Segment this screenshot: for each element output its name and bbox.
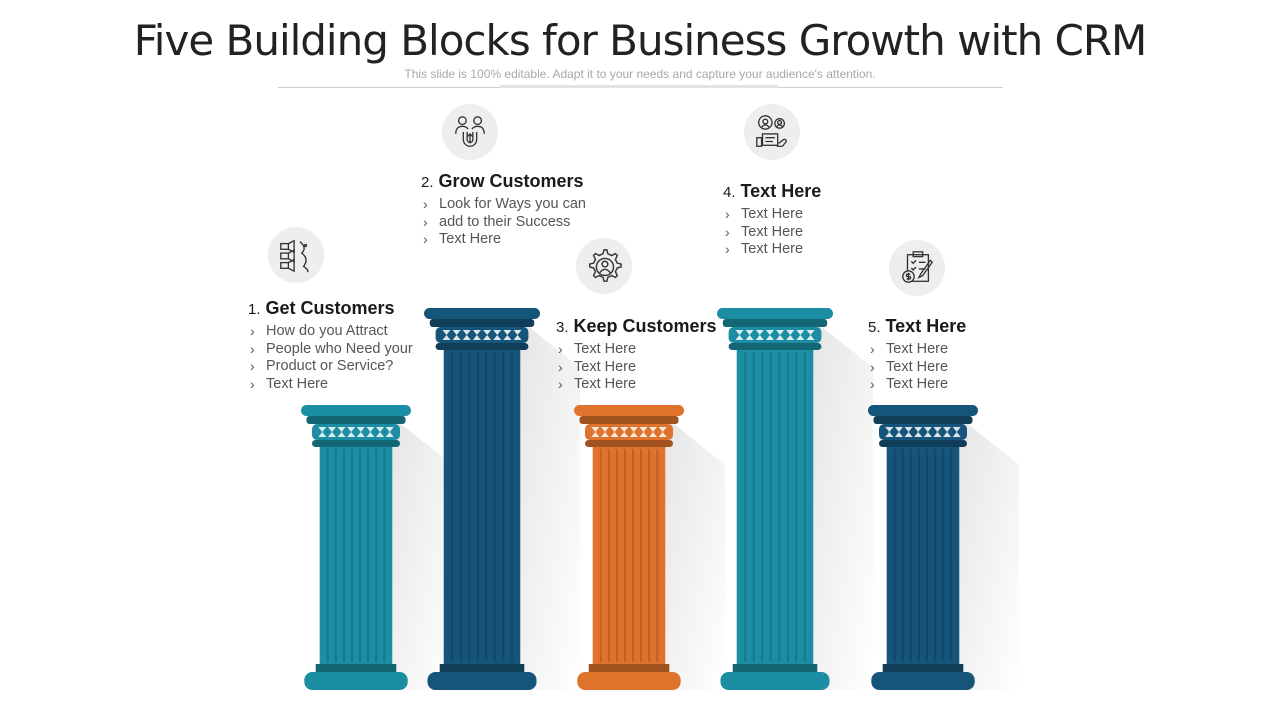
bullet-item: Text Here <box>556 359 717 377</box>
block-title: Grow Customers <box>438 171 584 191</box>
customer-magnet-icon <box>442 104 498 160</box>
bullet-list: Look for Ways you can add to their Succe… <box>421 196 586 249</box>
block-5: 5.Text Here Text Here Text Here Text Her… <box>868 315 966 394</box>
bullet-list: Text Here Text Here Text Here <box>556 341 717 394</box>
block-heading: 2.Grow Customers <box>421 170 586 194</box>
block-number: 5. <box>868 319 881 336</box>
marketing-megaphones-icon <box>268 227 324 283</box>
bullet-item: Text Here <box>723 206 821 224</box>
bullet-list: How do you Attract People who Need your … <box>248 323 413 393</box>
pillar-4 <box>717 308 874 690</box>
block-keep-customers: 3.Keep Customers Text Here Text Here Tex… <box>556 315 717 394</box>
block-heading: 1.Get Customers <box>248 297 413 321</box>
pillar-2 <box>424 308 581 690</box>
bullet-item: Text Here <box>421 231 586 249</box>
page-subtitle: This slide is 100% editable. Adapt it to… <box>404 67 876 81</box>
block-heading: 5.Text Here <box>868 315 966 339</box>
bullet-item: Look for Ways you can <box>421 196 586 214</box>
bullet-item: Text Here <box>723 241 821 259</box>
bullet-list: Text Here Text Here Text Here <box>723 206 821 259</box>
page-title: Five Building Blocks for Business Growth… <box>133 16 1148 65</box>
pillar-5 <box>868 405 1020 690</box>
bullet-item: Text Here <box>248 376 413 394</box>
block-title: Keep Customers <box>573 316 717 336</box>
bullet-item: Product or Service? <box>248 358 413 376</box>
block-heading: 4.Text Here <box>723 180 821 204</box>
title-divider-accent <box>500 85 778 88</box>
block-title: Get Customers <box>265 298 395 318</box>
block-heading: 3.Keep Customers <box>556 315 717 339</box>
pillar-3 <box>574 405 726 690</box>
bullet-list: Text Here Text Here Text Here <box>868 341 966 394</box>
customer-feedback-icon <box>744 104 800 160</box>
bullet-item: Text Here <box>868 359 966 377</box>
block-4: 4.Text Here Text Here Text Here Text Her… <box>723 180 821 259</box>
bullet-item: Text Here <box>556 376 717 394</box>
pillar-1 <box>301 405 453 690</box>
block-grow-customers: 2.Grow Customers Look for Ways you can a… <box>421 170 586 249</box>
block-number: 1. <box>248 301 261 318</box>
bullet-item: Text Here <box>868 341 966 359</box>
bullet-item: add to their Success <box>421 214 586 232</box>
block-get-customers: 1.Get Customers How do you Attract Peopl… <box>248 297 413 393</box>
bullet-item: How do you Attract <box>248 323 413 341</box>
block-title: Text Here <box>740 181 822 201</box>
bullet-item: Text Here <box>868 376 966 394</box>
block-number: 3. <box>556 319 569 336</box>
bullet-item: People who Need your <box>248 341 413 359</box>
block-number: 4. <box>723 184 736 201</box>
bullet-item: Text Here <box>556 341 717 359</box>
financial-report-icon <box>889 240 945 296</box>
block-title: Text Here <box>885 316 967 336</box>
bullet-item: Text Here <box>723 224 821 242</box>
block-number: 2. <box>421 174 434 191</box>
